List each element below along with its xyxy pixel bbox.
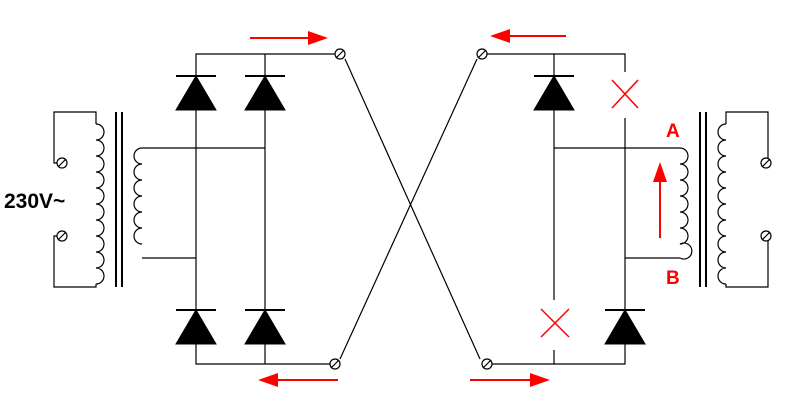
diode-icon [244, 309, 286, 345]
primary-wiring [725, 111, 769, 288]
secondary-wiring [142, 147, 265, 259]
terminal-a-label: A [666, 121, 680, 142]
diode-icon [175, 75, 217, 111]
crossed-cables [339, 58, 481, 360]
diode-icon [604, 309, 646, 345]
current-arrow-icon [258, 373, 338, 387]
secondary-wiring [554, 147, 680, 259]
terminal-icon [760, 157, 772, 169]
cross-icon [540, 308, 570, 338]
terminal-icon [760, 230, 772, 242]
right-transformer: A B [554, 111, 772, 289]
right-bridge [476, 48, 646, 370]
supply-voltage-label: 230V~ [4, 190, 65, 213]
diode-icon [175, 309, 217, 345]
diode-icon [244, 75, 286, 111]
terminal-icon [56, 230, 68, 242]
primary-coil [95, 123, 105, 285]
terminal-b-label: B [666, 268, 680, 289]
terminal-icon [334, 48, 346, 60]
left-transformer: 230V~ [4, 111, 265, 288]
current-arrow-icon [653, 162, 667, 238]
primary-coil [717, 123, 727, 285]
diode-icon [533, 75, 575, 111]
current-arrow-icon [490, 29, 566, 43]
removed-diode-gaps [547, 72, 632, 350]
secondary-coil [133, 147, 143, 245]
cross-icon [611, 79, 639, 109]
terminal-icon [476, 48, 488, 60]
current-arrow-icon [250, 31, 328, 45]
terminal-icon [329, 358, 341, 370]
terminal-icon [481, 358, 493, 370]
current-arrow-icon [470, 373, 550, 387]
left-bridge [175, 48, 346, 370]
terminal-icon [56, 157, 68, 169]
secondary-coil [679, 147, 693, 260]
transformer-core [115, 112, 123, 287]
transformer-core [699, 112, 707, 287]
